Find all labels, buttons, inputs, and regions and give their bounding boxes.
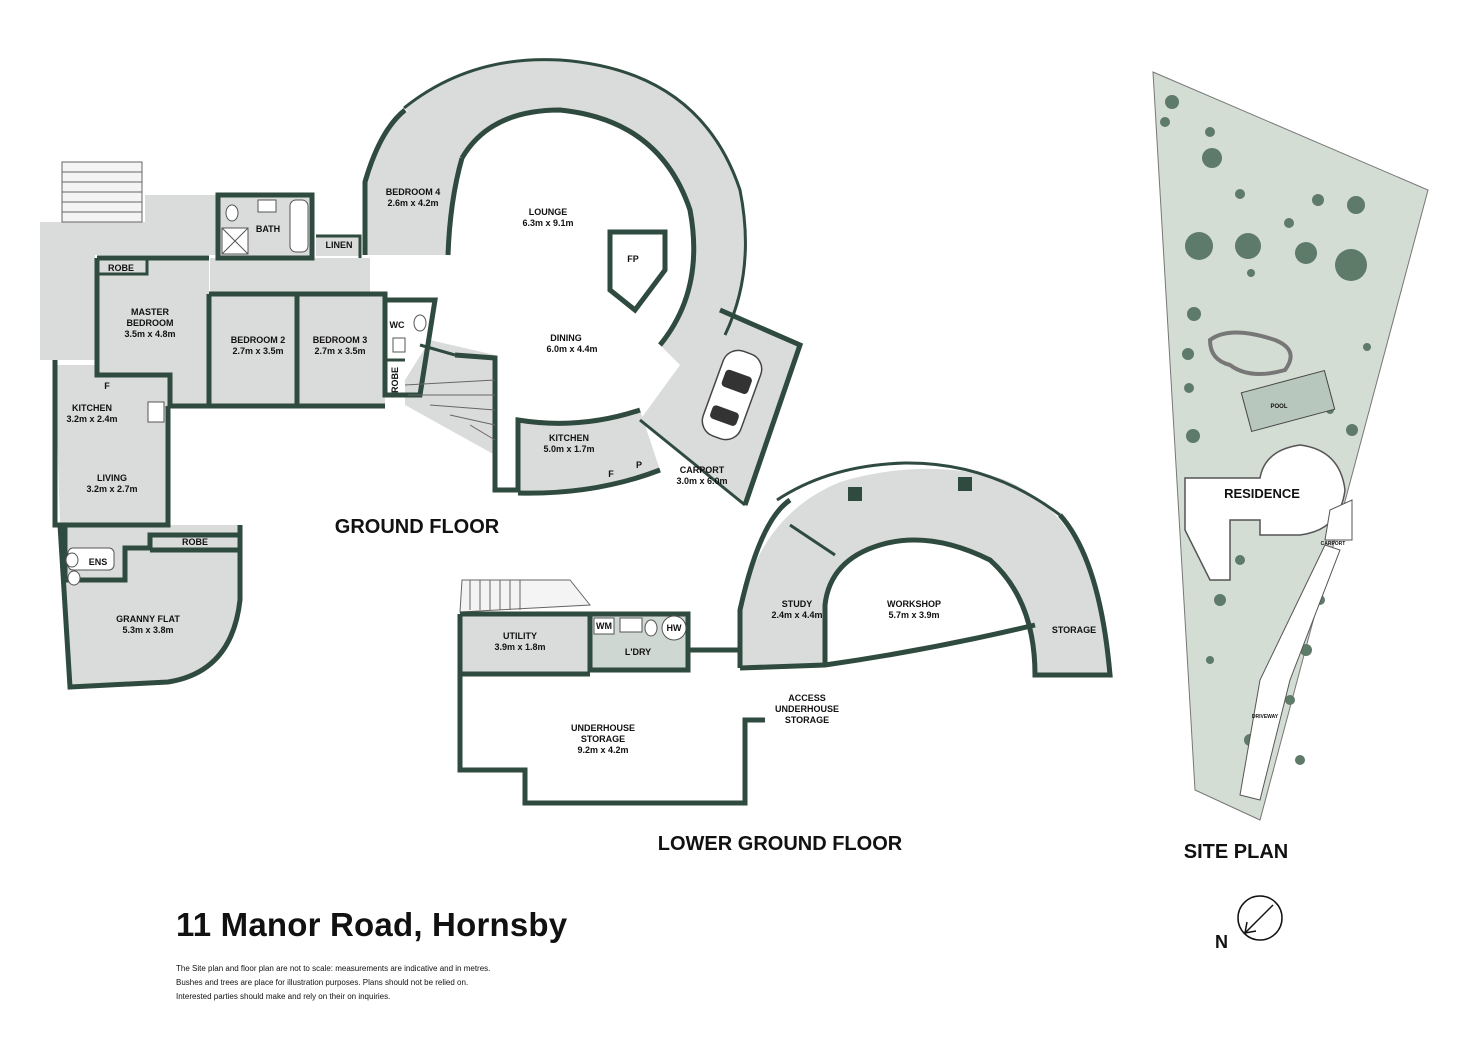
bedroom4-label: BEDROOM 4 bbox=[386, 187, 441, 197]
hw-label: HW bbox=[667, 623, 682, 633]
residence-label: RESIDENCE bbox=[1224, 486, 1300, 501]
granny-size: 5.3m x 3.8m bbox=[122, 625, 173, 635]
bath-fixtures bbox=[65, 199, 427, 586]
north-arrow-icon bbox=[1237, 895, 1283, 941]
access-line3: STORAGE bbox=[785, 715, 829, 725]
wm-label: WM bbox=[596, 621, 612, 631]
master-size: 3.5m x 4.8m bbox=[124, 329, 175, 339]
dining-label: DINING bbox=[550, 333, 582, 343]
robe-master-label: ROBE bbox=[108, 263, 134, 273]
hall-floor bbox=[210, 258, 370, 294]
underhouse-size: 9.2m x 4.2m bbox=[577, 745, 628, 755]
wc-label: WC bbox=[390, 320, 405, 330]
ground-floor-walls bbox=[52, 58, 804, 690]
laundry-fixtures bbox=[593, 615, 687, 641]
lounge-size: 6.3m x 9.1m bbox=[522, 218, 573, 228]
bedroom4-floor bbox=[365, 110, 462, 255]
site-trees bbox=[1160, 95, 1371, 765]
living-size: 3.2m x 2.7m bbox=[86, 484, 137, 494]
carport-size: 3.0m x 6.0m bbox=[676, 476, 727, 486]
underhouse-line1: UNDERHOUSE bbox=[571, 723, 635, 733]
kitchen-main-pantry: P bbox=[636, 460, 642, 470]
master-label-1: MASTER bbox=[131, 307, 170, 317]
storage-label: STORAGE bbox=[1052, 625, 1096, 635]
bedroom2-label: BEDROOM 2 bbox=[231, 335, 286, 345]
carport-label: CARPORT bbox=[680, 465, 725, 475]
access-line1: ACCESS bbox=[788, 693, 826, 703]
lower-stairs bbox=[459, 579, 591, 613]
bedroom3-size: 2.7m x 3.5m bbox=[314, 346, 365, 356]
stairs-top-left bbox=[61, 161, 143, 223]
garden-path bbox=[1207, 330, 1293, 376]
bedroom2-size: 2.7m x 3.5m bbox=[232, 346, 283, 356]
lower-ground-floor-plan: WM HW L'DRY UTILITY 3.9m x 1.8m STUDY 2.… bbox=[457, 461, 1113, 855]
arc-floor bbox=[740, 468, 1110, 675]
bedroom3-label: BEDROOM 3 bbox=[313, 335, 368, 345]
living-label: LIVING bbox=[97, 473, 127, 483]
bath-label: BATH bbox=[256, 224, 280, 234]
underhouse-line2: STORAGE bbox=[581, 734, 625, 744]
ens-label: ENS bbox=[89, 557, 108, 567]
driveway-shape bbox=[1239, 544, 1341, 801]
lower-ground-walls bbox=[457, 461, 1113, 806]
pool-label: POOL bbox=[1270, 404, 1287, 410]
site-plan-heading: SITE PLAN bbox=[1184, 841, 1288, 863]
column-left bbox=[848, 487, 862, 501]
ground-floor-heading: GROUND FLOOR bbox=[335, 516, 500, 538]
kitchen-flat-size: 3.2m x 2.4m bbox=[66, 414, 117, 424]
linen-label: LINEN bbox=[326, 240, 353, 250]
property-address: 11 Manor Road, Hornsby bbox=[176, 906, 568, 943]
fp-label: FP bbox=[627, 254, 639, 264]
north-label: N bbox=[1215, 932, 1228, 952]
kitchen-main-fridge: F bbox=[608, 469, 614, 479]
robe-flat-label: ROBE bbox=[182, 537, 208, 547]
kitchen-flat-fridge: F bbox=[104, 381, 110, 391]
site-carport-label: CARPORT bbox=[1321, 541, 1346, 547]
pool bbox=[1240, 369, 1336, 433]
study-size: 2.4m x 4.4m bbox=[771, 610, 822, 620]
lower-ground-floor-heading: LOWER GROUND FLOOR bbox=[658, 833, 903, 855]
deck-top bbox=[40, 195, 218, 360]
column-right bbox=[958, 477, 972, 491]
site-plan: POOL RESIDENCE CARPORT DRIVEWAY SITE PLA… bbox=[1152, 71, 1429, 863]
utility-label: UTILITY bbox=[503, 631, 537, 641]
disclaimer: The Site plan and floor plan are not to … bbox=[176, 962, 536, 1004]
site-carport bbox=[1324, 499, 1353, 541]
car-icon bbox=[701, 349, 763, 441]
disclaimer-line: Interested parties should make and rely … bbox=[176, 992, 391, 1001]
utility-size: 3.9m x 1.8m bbox=[494, 642, 545, 652]
outer-ring-floor bbox=[404, 59, 745, 385]
access-line2: UNDERHOUSE bbox=[775, 704, 839, 714]
side-deck-stairs bbox=[404, 379, 496, 441]
robe-b3-label: ROBE bbox=[390, 367, 400, 393]
kitchen-main-label: KITCHEN bbox=[549, 433, 589, 443]
dining-size: 6.0m x 4.4m bbox=[546, 344, 597, 354]
residence-footprint bbox=[1184, 444, 1346, 581]
study-label: STUDY bbox=[782, 599, 813, 609]
lounge-label: LOUNGE bbox=[529, 207, 568, 217]
driveway-label: DRIVEWAY bbox=[1252, 714, 1279, 720]
kitchen-main-size: 5.0m x 1.7m bbox=[543, 444, 594, 454]
workshop-label: WORKSHOP bbox=[887, 599, 941, 609]
disclaimer-line: The Site plan and floor plan are not to … bbox=[176, 964, 491, 973]
linen-floor bbox=[316, 236, 360, 256]
laundry-label: L'DRY bbox=[625, 647, 651, 657]
utility-floor bbox=[460, 614, 590, 674]
bedroom3-floor bbox=[297, 294, 385, 406]
master-label-2: BEDROOM bbox=[127, 318, 174, 328]
kitchen-flat-label: KITCHEN bbox=[72, 403, 112, 413]
disclaimer-line: Bushes and trees are place for illustrat… bbox=[176, 978, 469, 987]
bedroom4-size: 2.6m x 4.2m bbox=[387, 198, 438, 208]
workshop-size: 5.7m x 3.9m bbox=[888, 610, 939, 620]
ground-floor-plan: BEDROOM 4 2.6m x 4.2m LOUNGE 6.3m x 9.1m… bbox=[40, 58, 804, 690]
site-boundary bbox=[1152, 71, 1429, 821]
granny-label: GRANNY FLAT bbox=[116, 614, 180, 624]
bedroom2-floor bbox=[210, 294, 296, 406]
kitchen-main-floor bbox=[518, 410, 660, 494]
